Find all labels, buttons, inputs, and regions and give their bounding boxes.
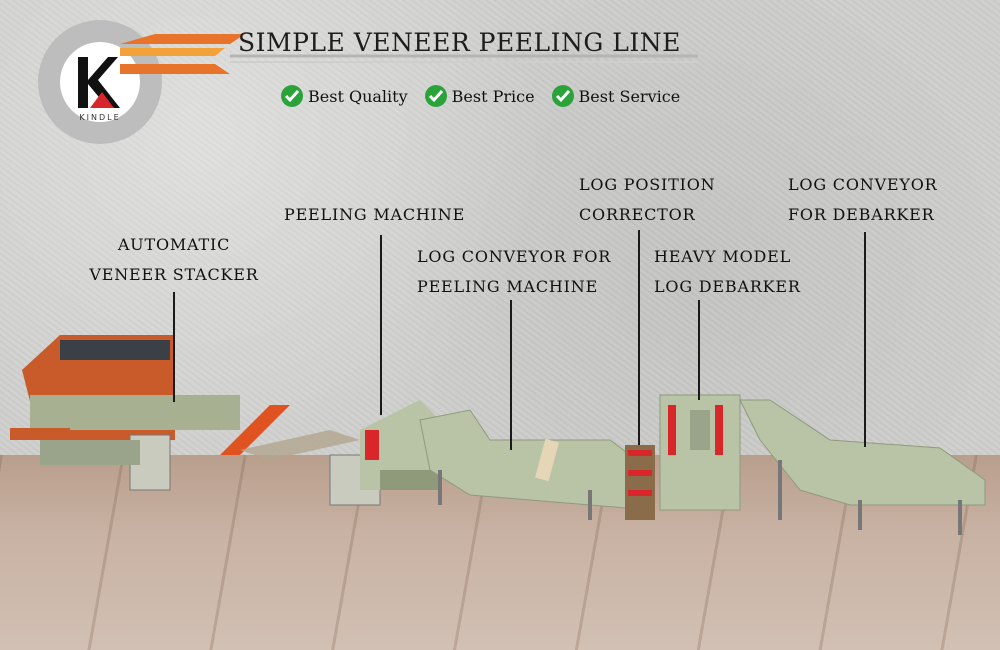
pointer-log-position-corrector xyxy=(638,230,640,445)
badge-text: Best Price xyxy=(451,86,535,106)
badge-text: Best Service xyxy=(578,86,681,106)
log-conveyor-debarker xyxy=(739,399,986,535)
check-icon xyxy=(551,85,574,107)
label-log-position-corrector: LOG POSITION CORRECTOR xyxy=(579,170,715,230)
pointer-peeling-machine xyxy=(380,235,382,415)
badge-service: Best Service xyxy=(551,84,681,108)
label-line: LOG CONVEYOR FOR xyxy=(417,247,612,266)
pointer-log-conveyor-debarker xyxy=(864,232,866,447)
label-line: PEELING MACHINE xyxy=(417,277,599,296)
label-line: LOG DEBARKER xyxy=(654,277,801,296)
title-band xyxy=(120,34,698,74)
label-line: AUTOMATIC xyxy=(117,235,231,254)
label-line: PEELING MACHINE xyxy=(284,205,466,224)
pointer-log-conveyor-peeling xyxy=(510,300,512,450)
label-veneer-stacker: AUTOMATIC VENEER STACKER xyxy=(84,230,264,290)
badge-text: Best Quality xyxy=(308,86,408,106)
badge-quality: Best Quality xyxy=(280,84,408,108)
page-title: SIMPLE VENEER PEELING LINE xyxy=(238,28,681,57)
peeling-machine xyxy=(329,400,440,506)
check-icon xyxy=(281,85,303,107)
veneer-stacker xyxy=(10,335,240,491)
label-line: FOR DEBARKER xyxy=(788,205,935,224)
badge-row: Best Quality Best Price Best Service xyxy=(280,84,680,108)
badge-price: Best Price xyxy=(424,84,535,108)
label-heavy-log-debarker: HEAVY MODEL LOG DEBARKER xyxy=(654,242,801,302)
log-conveyor-peeling xyxy=(419,409,651,520)
label-line: LOG POSITION xyxy=(579,175,716,194)
log-position-corrector xyxy=(625,445,655,520)
label-line: VENEER STACKER xyxy=(89,265,259,284)
label-line: HEAVY MODEL xyxy=(654,247,792,266)
pointer-veneer-stacker xyxy=(173,292,175,402)
label-line: CORRECTOR xyxy=(579,205,696,224)
label-line: LOG CONVEYOR xyxy=(788,175,938,194)
label-peeling-machine: PEELING MACHINE xyxy=(284,200,465,230)
label-log-conveyor-peeling: LOG CONVEYOR FOR PEELING MACHINE xyxy=(417,242,611,302)
label-log-conveyor-debarker: LOG CONVEYOR FOR DEBARKER xyxy=(788,170,938,230)
check-icon xyxy=(424,85,447,107)
pointer-heavy-log-debarker xyxy=(698,300,700,400)
logo-wordmark: KINDLE xyxy=(79,113,120,122)
heavy-log-debarker xyxy=(659,394,741,511)
